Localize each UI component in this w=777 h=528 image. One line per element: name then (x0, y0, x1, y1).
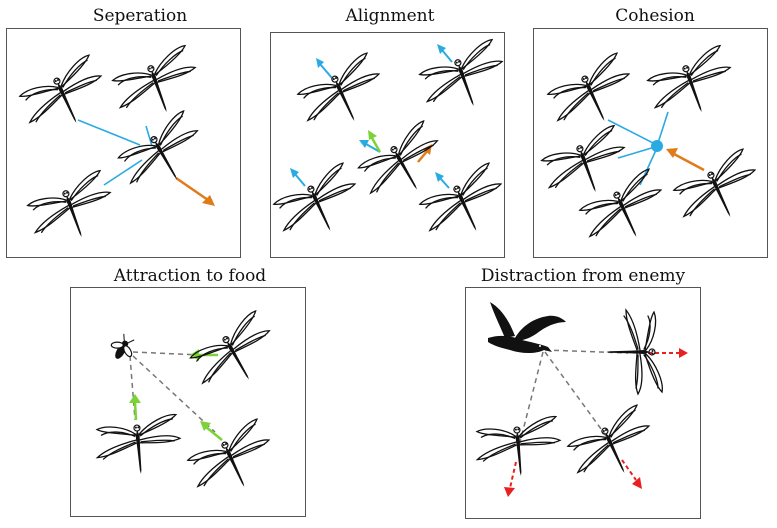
dragonfly-icon (181, 417, 284, 506)
alignment-heading-vector (441, 49, 453, 63)
enemy-arrowhead (679, 348, 688, 358)
title-separation: Seperation (92, 6, 188, 26)
title-alignment: Alignment (345, 6, 435, 26)
dragonfly-icon (93, 413, 184, 479)
separation-scene (13, 44, 215, 252)
alignment-heading-vector (365, 143, 381, 153)
cohesion-link (657, 111, 669, 144)
alignment-arrowhead (437, 44, 446, 54)
food-attraction-vector (205, 426, 223, 441)
dragonfly-icon (667, 147, 770, 236)
food-dashed-link (132, 351, 201, 356)
cohesion-result-vector (673, 152, 705, 172)
dragonfly-icon (267, 161, 370, 250)
dragonfly-icon (561, 403, 664, 492)
panel-cohesion (533, 28, 768, 258)
alignment-arrowhead (290, 168, 299, 178)
title-cohesion: Cohesion (615, 6, 695, 26)
alignment-mean-vector (370, 137, 382, 153)
alignment-heading-vector (439, 177, 450, 189)
enemy-arrowhead (504, 487, 515, 497)
separation-link (77, 119, 141, 146)
alignment-result-vector (417, 149, 429, 163)
dragonfly-icon (107, 44, 207, 127)
alignment-arrowhead (368, 130, 377, 140)
cohesion-arrowhead (666, 148, 678, 158)
food-attraction-vector (133, 401, 138, 421)
food-scene (93, 309, 287, 506)
alignment-heading-vector (319, 63, 333, 79)
dragonfly-icon (111, 109, 215, 202)
enemy-dashed-link (544, 351, 613, 445)
panel-separation (6, 28, 241, 258)
enemy-flee-vector (621, 459, 637, 481)
dragonfly-icon (22, 169, 122, 252)
fly-icon (110, 333, 135, 359)
cohesion-link (607, 119, 658, 146)
alignment-arrowhead (435, 172, 444, 182)
cohesion-center-point (651, 140, 663, 152)
food-dashed-link (129, 355, 136, 421)
food-arrowhead (129, 394, 141, 403)
dragonfly-icon (541, 51, 644, 140)
enemy-dashed-link (544, 349, 629, 354)
dragonfly-icon (291, 51, 394, 140)
alignment-heading-vector (294, 173, 306, 187)
dragonfly-icon (414, 38, 514, 121)
dragonfly-icon (13, 53, 116, 142)
panel-alignment (270, 32, 505, 258)
dragonfly-icon (642, 44, 742, 127)
dragonfly-icon (351, 119, 455, 212)
cohesion-scene (536, 44, 770, 256)
enemy-scene (473, 302, 688, 497)
separation-link (145, 125, 153, 147)
separation-arrowhead (202, 195, 215, 206)
panel-food (70, 287, 306, 517)
separation-link (103, 159, 143, 186)
cohesion-link (617, 146, 656, 159)
alignment-arrowhead (359, 140, 369, 148)
title-food: Attraction to food (113, 266, 267, 286)
bird-icon (488, 302, 566, 353)
enemy-arrowhead (632, 477, 642, 489)
dragonfly-icon (605, 309, 663, 395)
dragonfly-icon (473, 415, 564, 481)
dragonfly-icon (573, 167, 676, 256)
food-dashed-link (132, 355, 216, 433)
separation-result-vector (175, 176, 209, 202)
alignment-scene (267, 38, 516, 250)
dragonfly-icon (413, 161, 516, 250)
enemy-flee-vector (509, 461, 517, 489)
food-arrowhead (200, 421, 211, 431)
alignment-arrowhead (316, 58, 324, 68)
title-enemy: Distraction from enemy (480, 266, 686, 286)
